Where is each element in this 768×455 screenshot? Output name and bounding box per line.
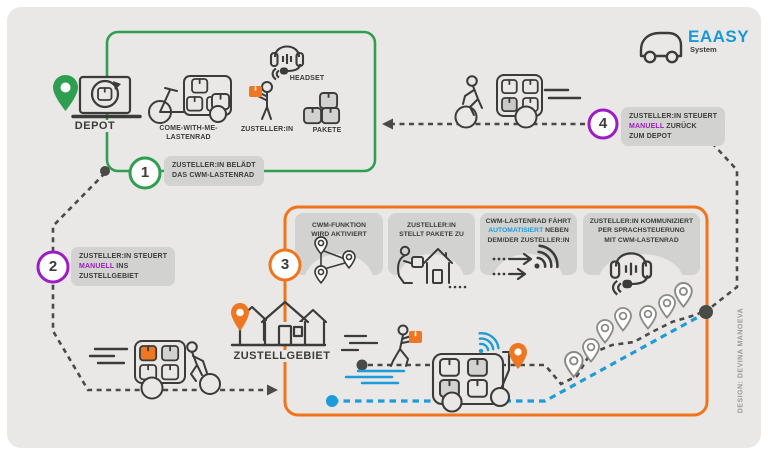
- step-2-circle: [36, 250, 70, 284]
- automated-follow-arrows-icon: [492, 240, 563, 281]
- speed-lines: [88, 347, 129, 365]
- zustellgebiet-pin-icon: [231, 303, 249, 331]
- route-delivery-walk: [368, 310, 704, 386]
- step-4-label: ZUSTELLER:IN STEUERT MANUELL ZURÜCK ZUM …: [621, 107, 726, 147]
- active-stop-pin-icon: [509, 343, 527, 369]
- step-2-number: 2: [48, 258, 58, 275]
- panel-4-bg: [583, 213, 700, 275]
- depot-icon: [53, 75, 142, 119]
- blue-speed-lines: [344, 369, 406, 385]
- cwm-lastenrad-label: COME-WITH-ME- LASTENRAD: [159, 125, 218, 141]
- panel-3-caption: CWM-LASTENRAD FÄHRT AUTOMATISIERT NEBEN …: [485, 218, 572, 244]
- step-1-label: ZUSTELLER:IN BELÄDT DAS CWM-LASTENRAD: [164, 156, 264, 186]
- step-1-number: 1: [140, 164, 150, 181]
- headset-label: HEADSET: [289, 75, 325, 82]
- speed-lines: [543, 88, 582, 100]
- bike-outbound-icon: [88, 340, 221, 400]
- cwm-activation-pins-icon: [314, 236, 356, 284]
- junction-dot-depot: [100, 166, 110, 176]
- zustellgebiet-houses-icon: [230, 300, 328, 347]
- panel-1-bg: [295, 213, 383, 275]
- step-4-circle: [587, 108, 619, 140]
- panel-1-notch: [305, 254, 373, 306]
- arrowhead-left: [382, 118, 393, 130]
- zusteller-icon: [249, 81, 273, 120]
- deliver-to-house-icon: [397, 245, 467, 289]
- route-automated-blue: [332, 314, 701, 403]
- pakete-label: PAKETE: [312, 127, 342, 134]
- orange-package-icon: [249, 86, 262, 97]
- step-3-number: 3: [280, 256, 290, 273]
- zusteller-label: ZUSTELLER:IN: [240, 126, 294, 133]
- logo-title: EAASY: [688, 27, 750, 46]
- walking-courier-icon: [340, 324, 422, 367]
- refresh-arrow-icon: [113, 81, 121, 90]
- arrowhead-right: [267, 384, 278, 396]
- bike-return-icon: [454, 74, 582, 129]
- depot-pin-icon: [53, 75, 78, 111]
- junction-dot-merge: [699, 305, 713, 319]
- step-3-circle: [268, 248, 302, 282]
- logo-subtitle: System: [690, 45, 717, 54]
- blue-route-start-dot: [326, 395, 338, 407]
- autonomous-trike-icon: [344, 328, 518, 413]
- speed-lines: [340, 334, 379, 352]
- panel-1-caption: CWM-FUNKTION WIRD AKTIVIERT: [311, 222, 367, 239]
- panel-2-bg: [388, 213, 475, 275]
- delivery-stop-pins: [509, 282, 693, 378]
- zustellgebiet-label: ZUSTELLGEBIET: [227, 350, 337, 362]
- design-credit: DESIGN: DEVINA MANOEVA: [737, 307, 745, 414]
- route-right-side: [708, 142, 739, 311]
- step-1-circle: [128, 156, 162, 190]
- step-2-label: ZUSTELLER:IN STEUERT MANUELL INS ZUSTELL…: [71, 247, 176, 287]
- panel-4-caption: ZUSTELLER:IN KOMMUNIZIERT PER SPRACHSTEU…: [589, 218, 694, 244]
- orange-package-icon: [409, 331, 422, 343]
- depot-label: DEPOT: [65, 120, 125, 132]
- cwm-lastenrad-icon: [148, 75, 232, 124]
- junction-dot-walk-start: [356, 359, 368, 371]
- panel-2-caption: ZUSTELLER:IN STELLT PAKETE ZU: [399, 222, 464, 239]
- step-4-number: 4: [598, 115, 608, 132]
- pakete-icon: [303, 92, 341, 125]
- eaasy-car-icon: [639, 31, 683, 64]
